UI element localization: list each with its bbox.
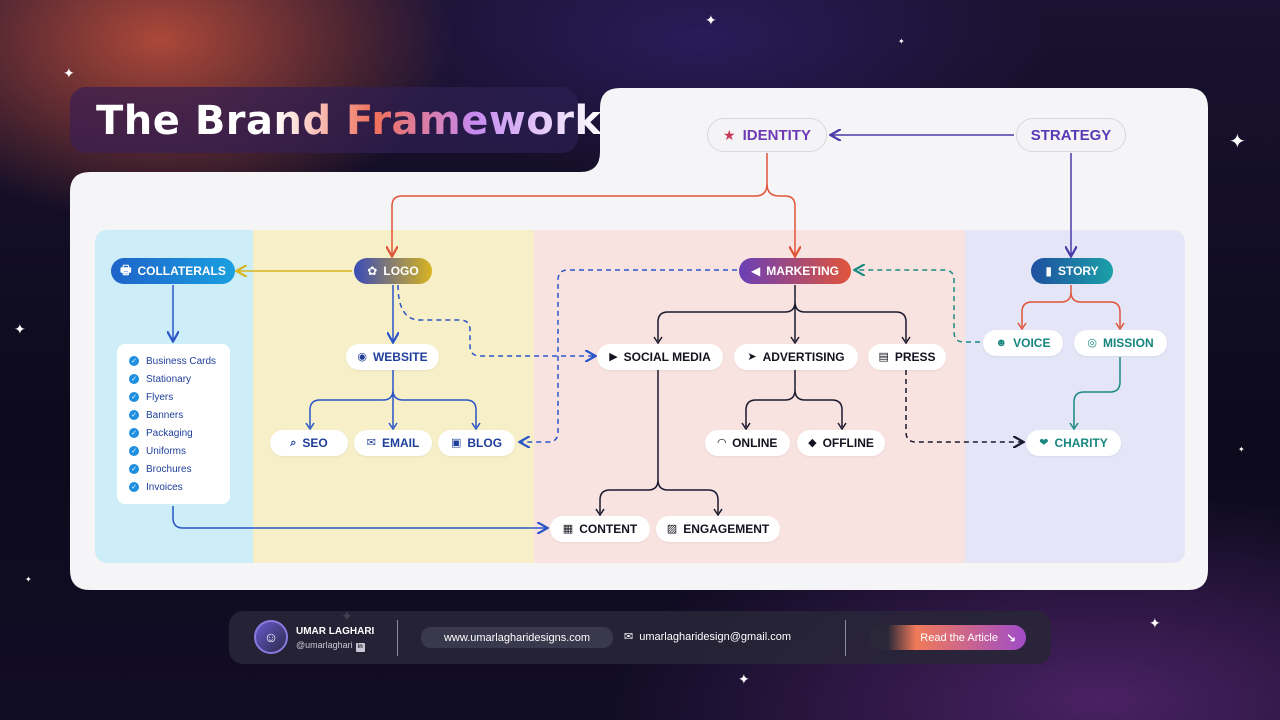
list-item: ✓Packaging [129,424,230,442]
connector-social-children [599,370,719,513]
speaker-user-icon: ☻ [995,336,1008,349]
seo-node: ⌕ SEO [270,430,348,456]
social-media-node: ▶ SOCIAL MEDIA [597,344,723,370]
image-icon: ▨ [666,522,678,535]
sparkle-icon: ✦ [898,37,905,46]
list-item: ✓Brochures [129,460,230,478]
envelope-icon: ✉ [366,436,376,449]
wifi-icon: ◠ [717,436,727,449]
sparkle-icon: ✦ [738,671,750,687]
list-item: ✓Flyers [129,388,230,406]
website-node: ◉ WEBSITE [346,344,439,370]
printer-icon: 🖶 [120,262,132,277]
cursor-icon: ➤ [747,350,757,363]
mission-node: ◎ MISSION [1074,330,1167,356]
newspaper-icon: ▤ [878,350,889,363]
star-icon: ★ [723,126,736,143]
sparkle-icon: ✦ [1238,445,1245,454]
sparkle-icon: ✦ [705,12,717,28]
browser-icon: ▣ [450,436,462,449]
email-link[interactable]: ✉ umarlagharidesign@gmail.com [624,630,792,644]
story-node: ▮ STORY [1031,258,1113,284]
identity-node: ★ IDENTITY [707,118,827,152]
author-name: UMAR LAGHARI [296,626,375,637]
collaterals-node: 🖶 COLLATERALS [111,258,235,284]
check-icon: ✓ [129,392,139,402]
target-icon: ◎ [1087,336,1097,349]
title-box [70,87,578,153]
engagement-node: ▨ ENGAGEMENT [656,516,780,542]
press-node: ▤ PRESS [868,344,946,370]
list-item: ✓Stationary [129,370,230,388]
connector-voice-marketing [856,270,980,343]
check-icon: ✓ [129,356,139,366]
strategy-node: STRATEGY [1016,118,1126,152]
list-item: ✓Uniforms [129,442,230,460]
sparkle-icon: ✦ [1229,131,1246,153]
list-item: ✓Invoices [129,478,230,496]
website-link[interactable]: www.umarlagharidesigns.com [421,627,613,648]
check-icon: ✓ [129,464,139,474]
check-icon: ✓ [129,482,139,492]
connector-marketing-blog [521,269,737,442]
globe-icon: ◉ [357,350,367,363]
connector-mission-charity [1073,357,1121,427]
check-icon: ✓ [129,374,139,384]
arrow-down-right-icon: ↘ [1005,630,1016,645]
logo-icon: ✿ [367,264,378,278]
avatar: ☺ [254,620,288,654]
sparkle-icon: ✦ [14,321,26,337]
page-title: The Brand Framework [96,98,602,144]
email-node: ✉ EMAIL [354,430,432,456]
tag-icon: ◆ [808,436,817,449]
connector-website-children [309,370,477,427]
user-icon: ☺ [263,629,279,645]
sparkle-icon: ✦ [63,65,75,81]
footer-divider [397,620,398,656]
list-item: ✓Banners [129,406,230,424]
sparkle-icon: ✦ [25,575,32,584]
content-node: ▦ CONTENT [550,516,650,542]
footer-divider [845,620,846,656]
hand-heart-icon: ❤ [1039,436,1049,449]
check-icon: ✓ [129,410,139,420]
logo-node: ✿ LOGO [354,258,432,284]
check-icon: ✓ [129,428,139,438]
advertising-node: ➤ ADVERTISING [734,344,858,370]
connector-logo-social [397,284,594,356]
connector-identity-marketing [766,183,795,255]
connector-list-content [172,506,546,528]
connector-marketing-children [657,285,907,341]
connector-identity-split [392,153,768,255]
voice-node: ☻ VOICE [983,330,1063,356]
check-icon: ✓ [129,446,139,456]
list-item: ✓Business Cards [129,352,230,370]
connector-press-charity [905,370,1022,442]
collaterals-list: ✓Business Cards ✓Stationary ✓Flyers ✓Ban… [117,344,230,504]
blog-node: ▣ BLOG [438,430,515,456]
megaphone-icon: ◀ [751,264,761,278]
linkedin-icon: in [355,643,365,652]
charity-node: ❤ CHARITY [1026,430,1121,456]
play-icon: ▶ [609,350,618,363]
read-article-button[interactable]: Read the Article ↘ [869,625,1026,650]
online-node: ◠ ONLINE [705,430,790,456]
layout-icon: ▦ [562,522,574,535]
marketing-node: ◀ MARKETING [739,258,851,284]
marketing-column [534,230,965,563]
envelope-icon: ✉ [624,631,634,643]
sparkle-icon: ✦ [1149,615,1161,631]
book-icon: ▮ [1045,264,1052,278]
connector-advertising-children [745,370,843,427]
connector-story-children [1021,285,1121,327]
search-icon: ⌕ [290,436,297,449]
offline-node: ◆ OFFLINE [797,430,885,456]
